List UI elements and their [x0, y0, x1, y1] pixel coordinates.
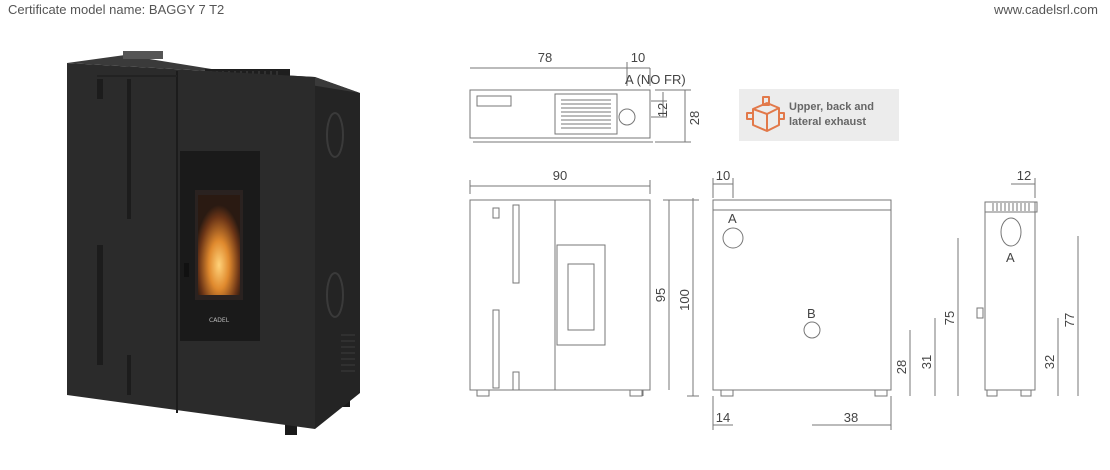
label-back-outlet-b: B	[807, 306, 816, 321]
side-view	[984, 201, 1036, 391]
exhaust-badge: Upper, back and lateral exhaust	[739, 89, 899, 141]
back-outlet-a	[722, 227, 744, 249]
dim-top-offset: 10	[631, 50, 645, 65]
dim-front-height: 100	[677, 289, 692, 311]
label-top-outlet: A (NO FR)	[625, 72, 686, 87]
label-side-outlet-a: A	[1006, 250, 1015, 265]
top-outlet-a	[618, 108, 636, 126]
front-door	[556, 244, 606, 346]
exhaust-icon	[746, 96, 785, 132]
side-outlet-a	[1000, 217, 1022, 247]
dim-side-offset: 12	[1017, 168, 1031, 183]
dim-back-38: 38	[844, 410, 858, 425]
stove-product-image: CADEL	[67, 51, 360, 435]
dim-side-32: 32	[1042, 355, 1057, 369]
dim-back-offset: 10	[716, 168, 730, 183]
website-link[interactable]: www.cadelsrl.com	[993, 2, 1098, 17]
technical-drawing: 78 10 A (NO FR) 12 28 90 95 100 10 A B 2…	[469, 50, 1079, 430]
dim-depth: 28	[687, 111, 702, 125]
back-outlet-b	[803, 321, 821, 339]
top-view	[469, 89, 651, 139]
dim-front-inner-height: 95	[653, 288, 668, 302]
dim-top-outlet: 12	[655, 103, 670, 117]
dim-top-width: 78	[538, 50, 552, 65]
front-view	[469, 199, 651, 391]
dim-front-width: 90	[553, 168, 567, 183]
dim-back-14: 14	[716, 410, 730, 425]
dim-back-75: 75	[942, 311, 957, 325]
certificate-model-name: Certificate model name: BAGGY 7 T2	[8, 2, 225, 17]
brand-logo: CADEL	[209, 317, 230, 324]
dim-back-31: 31	[919, 355, 934, 369]
exhaust-badge-text: Upper, back and lateral exhaust	[789, 101, 874, 128]
back-view	[712, 199, 892, 391]
label-back-outlet-a: A	[728, 211, 737, 226]
dim-side-77: 77	[1062, 313, 1077, 327]
dim-back-b-height: 28	[894, 360, 909, 374]
